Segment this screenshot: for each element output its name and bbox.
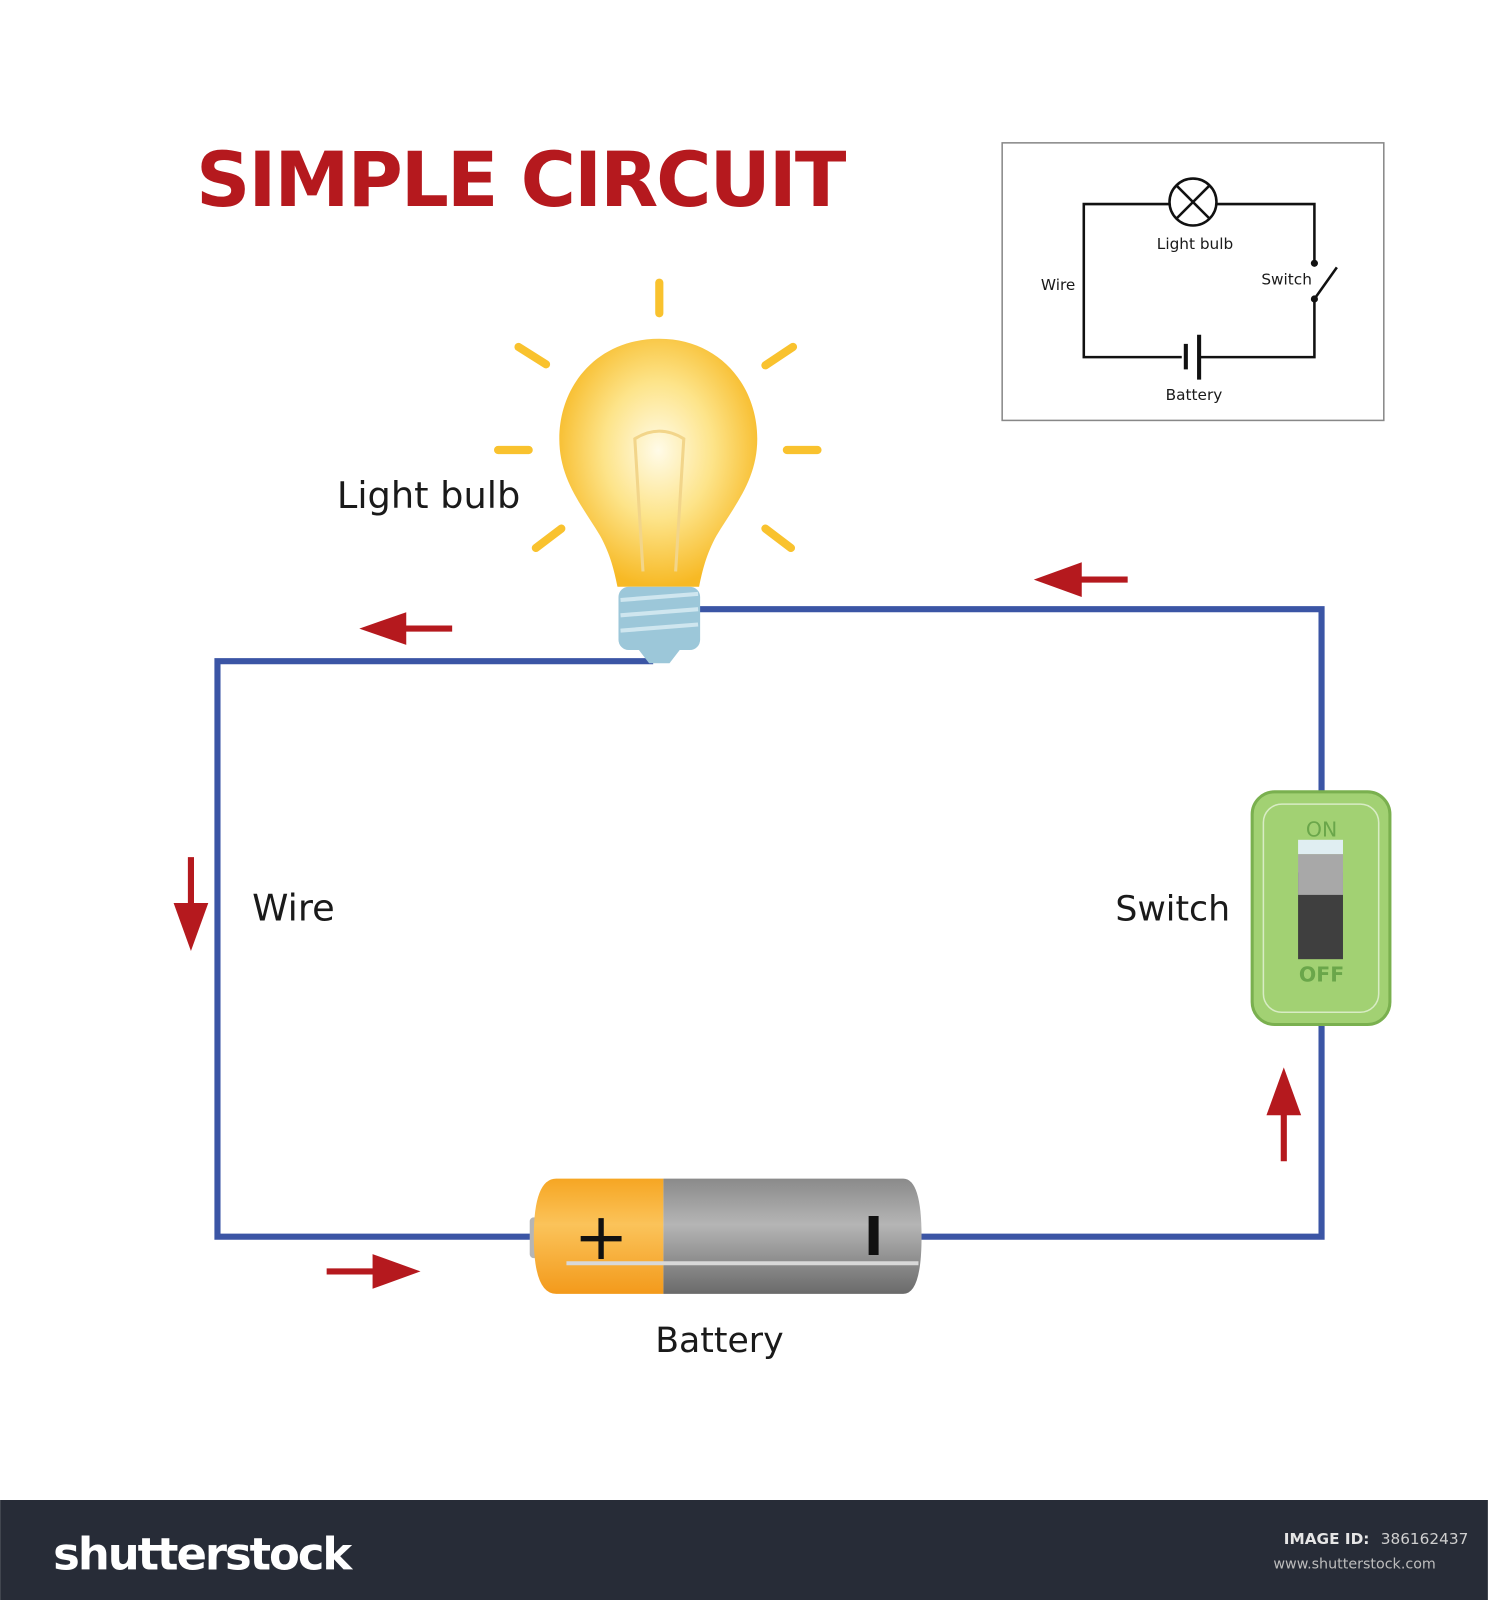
schematic-inset: Light bulb Wire Switch Battery bbox=[1001, 142, 1385, 422]
arrow-left-icon bbox=[1033, 562, 1128, 597]
schematic-light-bulb-label: Light bulb bbox=[1157, 235, 1233, 253]
battery-icon: + I bbox=[529, 1178, 922, 1294]
positive-terminal: + bbox=[574, 1199, 629, 1275]
image-id-value: 386162437 bbox=[1381, 1530, 1469, 1548]
footer-bar: shutterstock IMAGE ID: 386162437 www.shu… bbox=[0, 1500, 1488, 1600]
arrow-down-icon bbox=[173, 857, 209, 952]
toggle-switch[interactable]: ON OFF bbox=[1250, 790, 1392, 1027]
image-id-label: IMAGE ID: bbox=[1284, 1530, 1370, 1548]
schematic-switch-label: Switch bbox=[1261, 271, 1312, 289]
current-arrows bbox=[173, 562, 1302, 1289]
schematic-wire-label: Wire bbox=[1041, 276, 1075, 294]
arrow-left-icon bbox=[359, 612, 453, 645]
page-title: SIMPLE CIRCUIT bbox=[196, 136, 847, 224]
footer-url[interactable]: www.shutterstock.com bbox=[1273, 1556, 1435, 1572]
switch-off-label: OFF bbox=[1299, 963, 1344, 987]
schematic-battery-label: Battery bbox=[1166, 386, 1223, 404]
arrow-right-icon bbox=[326, 1254, 421, 1289]
footer-brand-logo: shutterstock bbox=[53, 1527, 353, 1580]
light-bulb-label: Light bulb bbox=[337, 474, 520, 517]
switch-on-label: ON bbox=[1306, 818, 1337, 842]
wire-loop bbox=[214, 606, 1325, 1240]
light-bulb-icon bbox=[494, 278, 822, 664]
battery-label: Battery bbox=[655, 1321, 783, 1361]
negative-terminal: I bbox=[864, 1206, 884, 1268]
arrow-up-icon bbox=[1266, 1067, 1302, 1162]
wire-label: Wire bbox=[252, 886, 335, 929]
switch-label: Switch bbox=[1115, 889, 1230, 929]
